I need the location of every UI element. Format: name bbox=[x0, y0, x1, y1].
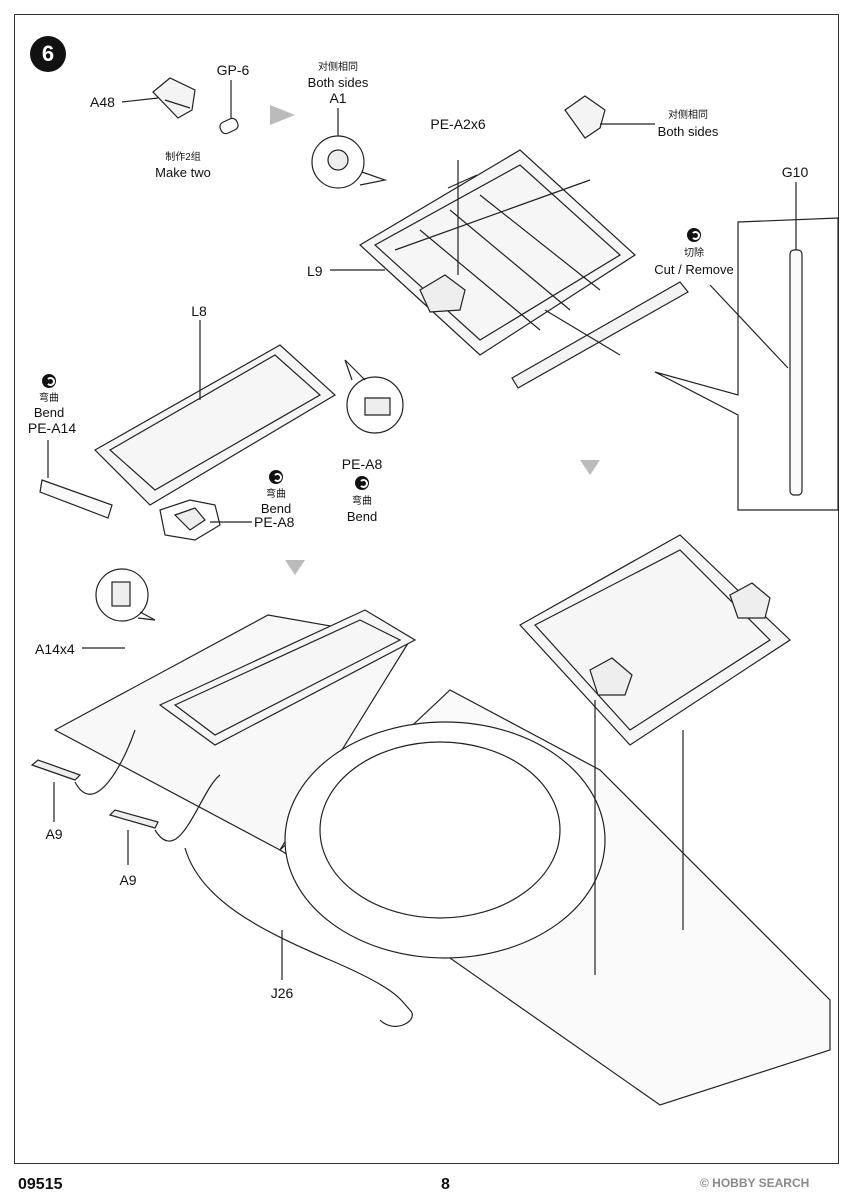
label-l8: L8 bbox=[191, 303, 207, 319]
product-code: 09515 bbox=[18, 1176, 63, 1193]
page-number: 8 bbox=[441, 1176, 450, 1193]
label-gp6: GP-6 bbox=[216, 62, 250, 78]
bend-icon bbox=[269, 470, 283, 484]
label-pe-a8-top: PE-A8 bbox=[341, 456, 383, 472]
label-a9-1: A9 bbox=[45, 826, 63, 842]
label-bend-cn-3: 弯曲 bbox=[352, 496, 372, 507]
label-bend-1: Bend bbox=[33, 405, 65, 420]
label-a14x4: A14x4 bbox=[35, 641, 75, 657]
label-l9: L9 bbox=[307, 263, 323, 279]
label-a1-cn: 对侧相同 bbox=[318, 62, 358, 73]
label-a9-2: A9 bbox=[119, 872, 137, 888]
label-bend-2: Bend bbox=[260, 501, 292, 516]
label-right-cn: 对侧相同 bbox=[668, 110, 708, 121]
watermark: © HOBBY SEARCH bbox=[700, 1176, 810, 1190]
step-number-badge: 6 bbox=[30, 36, 66, 72]
label-right-both-sides: Both sides bbox=[657, 124, 719, 139]
label-a48: A48 bbox=[90, 94, 115, 110]
bend-icon bbox=[42, 374, 56, 388]
label-pe-a14: PE-A14 bbox=[27, 420, 77, 436]
label-g10: G10 bbox=[781, 164, 809, 180]
label-pe-a8-bottom: PE-A8 bbox=[254, 514, 295, 530]
label-bend-cn-2: 弯曲 bbox=[266, 489, 286, 500]
label-a1: A1 bbox=[329, 90, 347, 106]
page-frame bbox=[14, 14, 839, 1164]
label-cut-remove: Cut / Remove bbox=[654, 262, 734, 277]
label-bend-3: Bend bbox=[346, 509, 378, 524]
cut-icon bbox=[687, 228, 701, 242]
label-cut-cn: 切除 bbox=[684, 248, 704, 259]
label-pe-a2x6: PE-A2x6 bbox=[430, 116, 486, 132]
label-make-two: Make two bbox=[155, 165, 211, 180]
bend-icon bbox=[355, 476, 369, 490]
label-make-two-cn: 制作2组 bbox=[165, 152, 201, 163]
label-j26: J26 bbox=[270, 985, 294, 1001]
label-a1-both-sides: Both sides bbox=[307, 75, 369, 90]
label-bend-cn-1: 弯曲 bbox=[39, 393, 59, 404]
